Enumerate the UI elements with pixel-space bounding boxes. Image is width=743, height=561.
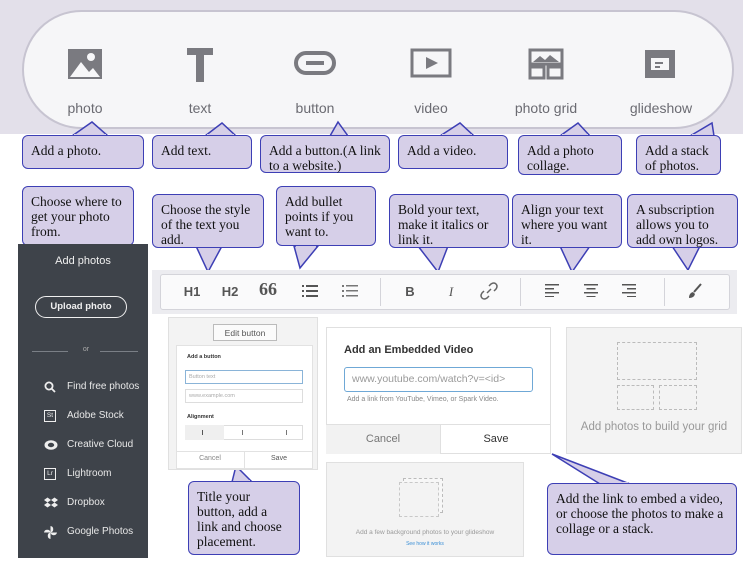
video-hint: Add a link from YouTube, Vimeo, or Spark…: [347, 396, 499, 403]
bullet-list-icon[interactable]: [302, 284, 318, 298]
button-save[interactable]: Save: [271, 455, 287, 462]
grid-placeholder-right: [659, 385, 697, 410]
tool-button[interactable]: button: [265, 48, 365, 116]
button-link-input[interactable]: www.example.com: [185, 389, 303, 403]
video-cancel-button[interactable]: Cancel: [326, 424, 440, 454]
tool-label: video: [414, 100, 448, 116]
tool-video[interactable]: video: [381, 48, 481, 116]
image-icon: [68, 49, 102, 79]
callout-align: Align your text where you want it.: [512, 194, 622, 248]
lightroom-icon: Lr: [44, 468, 56, 480]
numbered-list-icon[interactable]: [342, 284, 358, 298]
button-cancel[interactable]: Cancel: [199, 455, 221, 462]
photo-grid-panel: [566, 327, 742, 454]
format-divider: [664, 278, 665, 306]
brush-icon[interactable]: [688, 283, 702, 299]
h2-button[interactable]: H2: [221, 284, 239, 299]
callout-glideshow: Add a stack of photos.: [636, 135, 721, 175]
italic-button[interactable]: I: [448, 284, 454, 299]
callout-bullets: Add bullet points if you want to.: [276, 186, 376, 246]
divider-text: or: [82, 346, 90, 353]
panel-divider: [244, 451, 245, 469]
grid-icon: [528, 48, 564, 80]
sidebar-title: Add photos: [55, 255, 111, 267]
sidebar-item-label: Creative Cloud: [67, 439, 134, 450]
callout-photo-grid: Add a photo collage.: [518, 135, 622, 175]
video-save-button[interactable]: Save: [440, 424, 551, 454]
button-text-input[interactable]: Button text: [185, 370, 303, 384]
sidebar-item-label: Google Photos: [67, 526, 134, 537]
sidebar-item-label: Find free photos: [67, 381, 140, 392]
callout-style: Choose the style of the text you add.: [152, 194, 264, 248]
callout-title-button: Title your button, add a link and choose…: [188, 481, 300, 555]
tool-glideshow[interactable]: glideshow: [611, 48, 711, 116]
add-button-heading: Add a button: [187, 354, 221, 360]
tool-photo-grid[interactable]: photo grid: [496, 48, 596, 116]
align-center-option[interactable]: [224, 425, 263, 440]
callout-photo: Add a photo.: [22, 135, 144, 169]
callout-video: Add a video.: [398, 135, 508, 169]
link-icon[interactable]: [480, 282, 498, 300]
alignment-heading: Alignment: [187, 414, 214, 420]
tool-photo[interactable]: photo: [35, 48, 135, 116]
glideshow-label: Add a few background photos to your glid…: [355, 529, 495, 536]
video-url-input[interactable]: www.youtube.com/watch?v=<id>: [344, 367, 533, 392]
tool-text[interactable]: text: [150, 48, 250, 116]
divider-line: [100, 351, 138, 352]
text-t-icon: [187, 48, 213, 82]
align-left-option[interactable]: [185, 425, 224, 440]
align-center-icon[interactable]: [584, 284, 598, 297]
callout-button: Add a button.(A link to a website.): [260, 135, 390, 173]
sidebar-item-label: Adobe Stock: [67, 410, 124, 421]
embed-video-heading: Add an Embedded Video: [344, 344, 474, 356]
tool-label: photo grid: [514, 100, 578, 116]
tool-label: text: [188, 100, 212, 116]
button-form: [176, 345, 313, 469]
align-right-option[interactable]: [263, 425, 303, 440]
edit-button[interactable]: Edit button: [213, 324, 277, 341]
adobe-stock-icon: St: [44, 410, 56, 422]
glideshow-icon: [645, 50, 675, 78]
callout-embed: Add the link to embed a video, or choose…: [547, 483, 737, 555]
tool-label: button: [295, 100, 335, 116]
sidebar-item-label: Dropbox: [67, 497, 105, 508]
align-right-icon[interactable]: [622, 284, 636, 297]
divider-line: [32, 351, 68, 352]
tool-label: glideshow: [629, 100, 693, 116]
grid-placeholder-top: [617, 342, 697, 380]
callout-subscription: A subscription allows you to add own log…: [627, 194, 738, 248]
format-divider: [520, 278, 521, 306]
bold-button[interactable]: B: [405, 284, 415, 299]
dropbox-icon: [44, 497, 58, 508]
play-icon: [410, 48, 452, 78]
callout-bold: Bold your text, make it italics or link …: [389, 194, 509, 248]
block-type-toolbar: [22, 10, 734, 129]
add-photos-sidebar: [18, 244, 148, 558]
sidebar-item-label: Lightroom: [67, 468, 112, 479]
creative-cloud-icon: [44, 440, 58, 450]
upload-photo-button[interactable]: Upload photo: [35, 296, 127, 318]
quote-button[interactable]: 66: [259, 279, 277, 299]
align-left-icon[interactable]: [545, 284, 559, 297]
callout-source: Choose where to get your photo from.: [22, 186, 134, 246]
glideshow-placeholder: [399, 482, 439, 517]
button-pill-icon: [294, 51, 336, 75]
callout-text: Add text.: [152, 135, 252, 169]
h1-button[interactable]: H1: [183, 284, 201, 299]
format-divider: [380, 278, 381, 306]
google-photos-icon: [44, 526, 57, 539]
tool-label: photo: [67, 100, 103, 116]
grid-placeholder-left: [617, 385, 654, 410]
glideshow-link[interactable]: See how it works: [406, 541, 444, 547]
grid-label: Add photos to build your grid: [580, 421, 728, 433]
search-icon: [44, 381, 56, 393]
